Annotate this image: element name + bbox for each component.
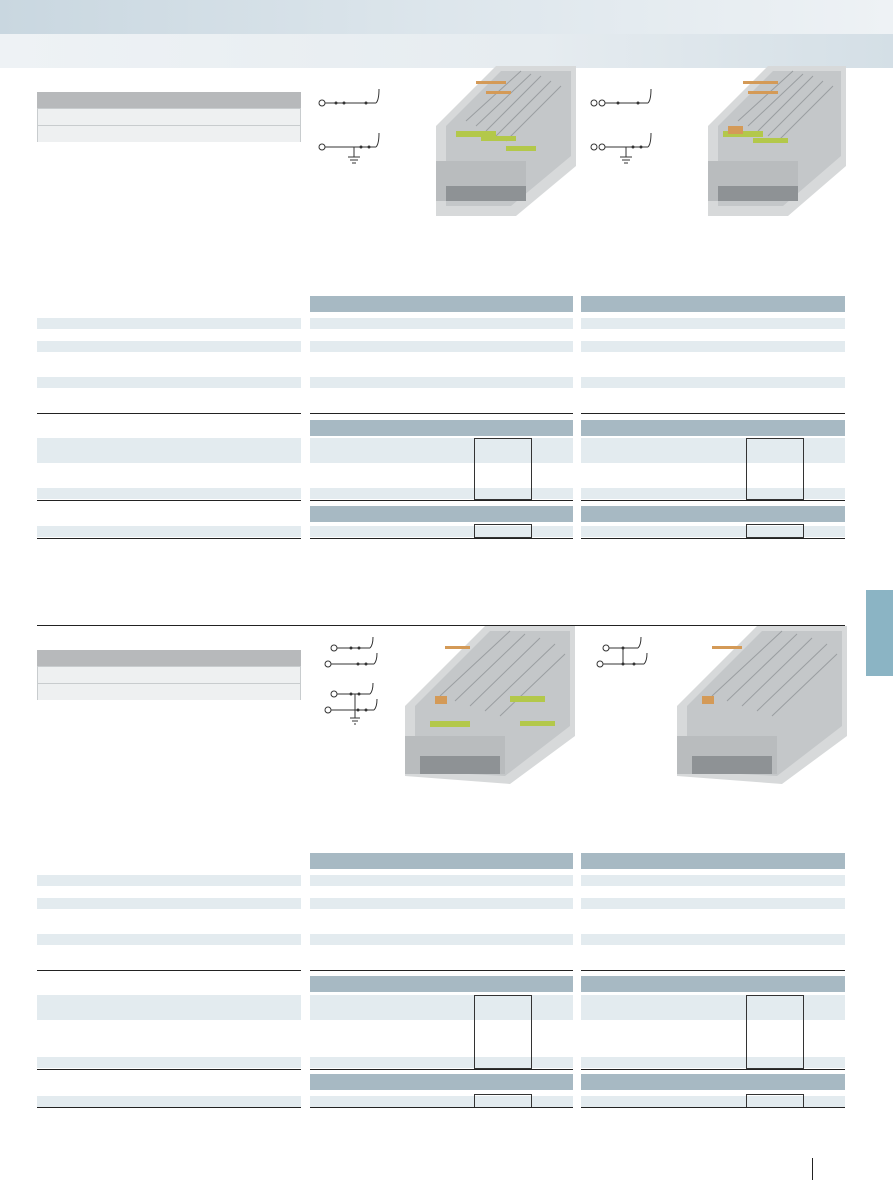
ordering-row <box>581 1057 845 1068</box>
section-rule <box>37 1107 301 1108</box>
spec-row <box>37 934 301 945</box>
accessory-row <box>310 1096 573 1107</box>
accessory-row <box>37 1096 301 1107</box>
spec-row <box>37 318 301 329</box>
order-key-box[interactable] <box>474 438 532 500</box>
info-table <box>37 108 301 142</box>
section-rule <box>581 1069 845 1070</box>
section-rule <box>581 538 845 539</box>
ordering-row <box>581 438 845 463</box>
terminal-block-photo-icon <box>405 626 575 784</box>
info-table-row <box>38 684 300 700</box>
ordering-header-bar <box>581 420 845 436</box>
section-rule <box>310 500 573 501</box>
spec-row <box>581 341 845 352</box>
ordering-row <box>581 488 845 499</box>
column-header-bar <box>581 296 845 312</box>
accessory-header-bar <box>310 1074 573 1090</box>
section-rule <box>310 1107 573 1108</box>
terminal-block-photo-icon <box>677 626 847 784</box>
accessory-row <box>581 526 845 537</box>
ordering-row <box>310 488 573 499</box>
accessory-header-bar <box>310 506 573 522</box>
spec-row <box>37 377 301 388</box>
info-table-row <box>38 126 300 142</box>
order-key-box[interactable] <box>746 524 804 538</box>
ordering-header-bar <box>581 976 845 992</box>
section-rule <box>37 413 301 414</box>
info-table <box>37 666 301 700</box>
column-header-bar <box>581 853 845 869</box>
info-table-header <box>37 92 301 108</box>
section-rule <box>310 538 573 539</box>
wiring-schematic-icon <box>324 636 378 725</box>
section-divider <box>37 625 845 626</box>
column-header-bar <box>310 853 573 869</box>
order-key-box[interactable] <box>474 1094 532 1108</box>
section-rule <box>37 1069 301 1070</box>
ordering-row <box>37 488 301 499</box>
order-key-box[interactable] <box>746 995 804 1069</box>
accessory-row <box>37 526 301 537</box>
info-table-header <box>37 650 301 666</box>
accessory-row <box>581 1096 845 1107</box>
spec-row <box>310 898 573 909</box>
spec-row <box>37 875 301 886</box>
section-side-tab[interactable] <box>866 590 893 676</box>
info-table-row <box>38 109 300 126</box>
ordering-row <box>310 1057 573 1068</box>
ordering-row <box>37 1057 301 1068</box>
section-rule <box>581 1107 845 1108</box>
section-rule <box>581 413 845 414</box>
spec-row <box>581 377 845 388</box>
spec-row <box>581 898 845 909</box>
header-band-sub <box>0 34 893 68</box>
spec-row <box>581 318 845 329</box>
ordering-row <box>310 438 573 463</box>
ordering-row <box>310 995 573 1020</box>
spec-row <box>310 341 573 352</box>
spec-row <box>581 875 845 886</box>
order-key-box[interactable] <box>474 995 532 1069</box>
section-rule <box>37 970 301 971</box>
spec-row <box>581 934 845 945</box>
wiring-schematic-icon <box>590 88 652 164</box>
info-table-row <box>38 667 300 684</box>
ordering-row <box>37 995 301 1020</box>
section-rule <box>310 1069 573 1070</box>
accessory-row <box>310 526 573 537</box>
page-number-separator <box>812 1158 813 1180</box>
accessory-header-bar <box>581 506 845 522</box>
wiring-schematic-icon <box>596 636 648 668</box>
wiring-schematic-icon <box>318 88 380 164</box>
spec-row <box>37 341 301 352</box>
ordering-header-bar <box>310 976 573 992</box>
section-rule <box>581 500 845 501</box>
header-band-top <box>0 0 893 34</box>
spec-row <box>310 318 573 329</box>
section-rule <box>581 970 845 971</box>
ordering-header-bar <box>310 420 573 436</box>
column-header-bar <box>310 296 573 312</box>
spec-row <box>37 898 301 909</box>
section-rule <box>37 500 301 501</box>
accessory-header-bar <box>581 1074 845 1090</box>
spec-row <box>310 377 573 388</box>
section-rule <box>37 538 301 539</box>
ordering-row <box>37 438 301 463</box>
terminal-block-photo-icon <box>436 66 576 216</box>
spec-row <box>310 934 573 945</box>
order-key-box[interactable] <box>746 438 804 500</box>
order-key-box[interactable] <box>474 524 532 538</box>
order-key-box[interactable] <box>746 1094 804 1108</box>
section-rule <box>310 970 573 971</box>
spec-row <box>310 875 573 886</box>
ordering-row <box>581 995 845 1020</box>
section-rule <box>310 413 573 414</box>
terminal-block-photo-icon <box>708 66 846 216</box>
